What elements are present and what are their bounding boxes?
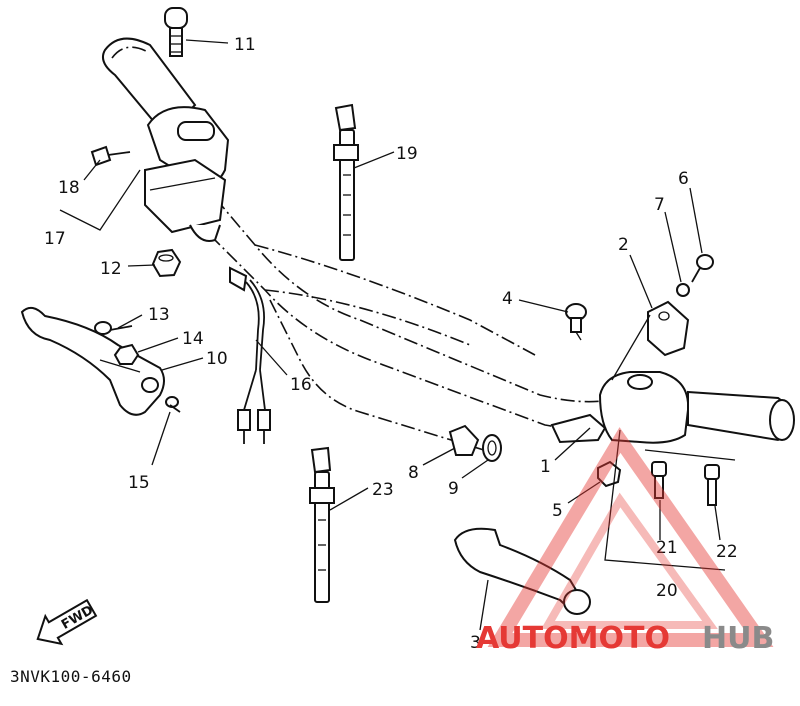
right-lever-holder xyxy=(550,371,690,444)
callout-9: 9 xyxy=(448,479,459,499)
callout-14: 14 xyxy=(182,329,204,349)
callout-1: 1 xyxy=(540,457,551,477)
callout-7: 7 xyxy=(654,195,665,215)
part-7-washer xyxy=(676,283,690,297)
callout-18: 18 xyxy=(58,178,80,198)
part-14-nut xyxy=(113,343,140,365)
part-12-nut xyxy=(151,248,182,278)
part-11-bolt xyxy=(164,7,188,57)
callout-22: 22 xyxy=(716,542,738,562)
part-8-clamp xyxy=(448,424,480,456)
callout-labels: 11 18 17 12 13 14 10 15 16 19 23 8 9 4 2… xyxy=(44,35,738,653)
callout-19: 19 xyxy=(396,144,418,164)
part-15-screw xyxy=(165,396,181,413)
part-23-cable-tie xyxy=(309,446,335,603)
part-19-cable-tie xyxy=(333,103,359,261)
callout-4: 4 xyxy=(502,289,513,309)
callout-12: 12 xyxy=(100,259,122,279)
callout-23: 23 xyxy=(372,480,394,500)
right-grip xyxy=(687,390,795,442)
left-lever xyxy=(20,306,165,416)
callout-8: 8 xyxy=(408,463,419,483)
callout-6: 6 xyxy=(678,169,689,189)
part-22-bolt xyxy=(704,464,720,506)
part-6-bolt xyxy=(691,254,714,283)
callout-11: 11 xyxy=(234,35,256,55)
leader-lines xyxy=(59,39,736,631)
part-21-bolt xyxy=(651,461,667,499)
left-switch-housing xyxy=(144,106,230,242)
part-18-screw xyxy=(90,145,131,167)
callout-21: 21 xyxy=(656,538,678,558)
callout-15: 15 xyxy=(128,473,150,493)
watermark-brand-b: HUB xyxy=(702,621,774,656)
part-4-bolt xyxy=(565,303,587,341)
callout-2: 2 xyxy=(618,235,629,255)
callout-3: 3 xyxy=(470,633,481,653)
watermark-brand-a: AUTOMOTO xyxy=(476,621,670,656)
callout-13: 13 xyxy=(148,305,170,325)
callout-5: 5 xyxy=(552,501,563,521)
callout-10: 10 xyxy=(206,349,228,369)
watermark-logo: AUTOMOTO HUB xyxy=(476,427,774,656)
part-13-bolt xyxy=(94,321,133,335)
fwd-arrow: FWD xyxy=(36,598,98,646)
part-9-washer xyxy=(482,434,502,462)
drawing-code: 3NVK100-6460 xyxy=(10,667,132,686)
callout-20: 20 xyxy=(656,581,678,601)
right-lever xyxy=(453,527,591,615)
part-2-bracket xyxy=(647,300,690,357)
callout-17: 17 xyxy=(44,229,66,249)
part-16-switch-wire xyxy=(229,266,271,444)
callout-16: 16 xyxy=(290,375,312,395)
